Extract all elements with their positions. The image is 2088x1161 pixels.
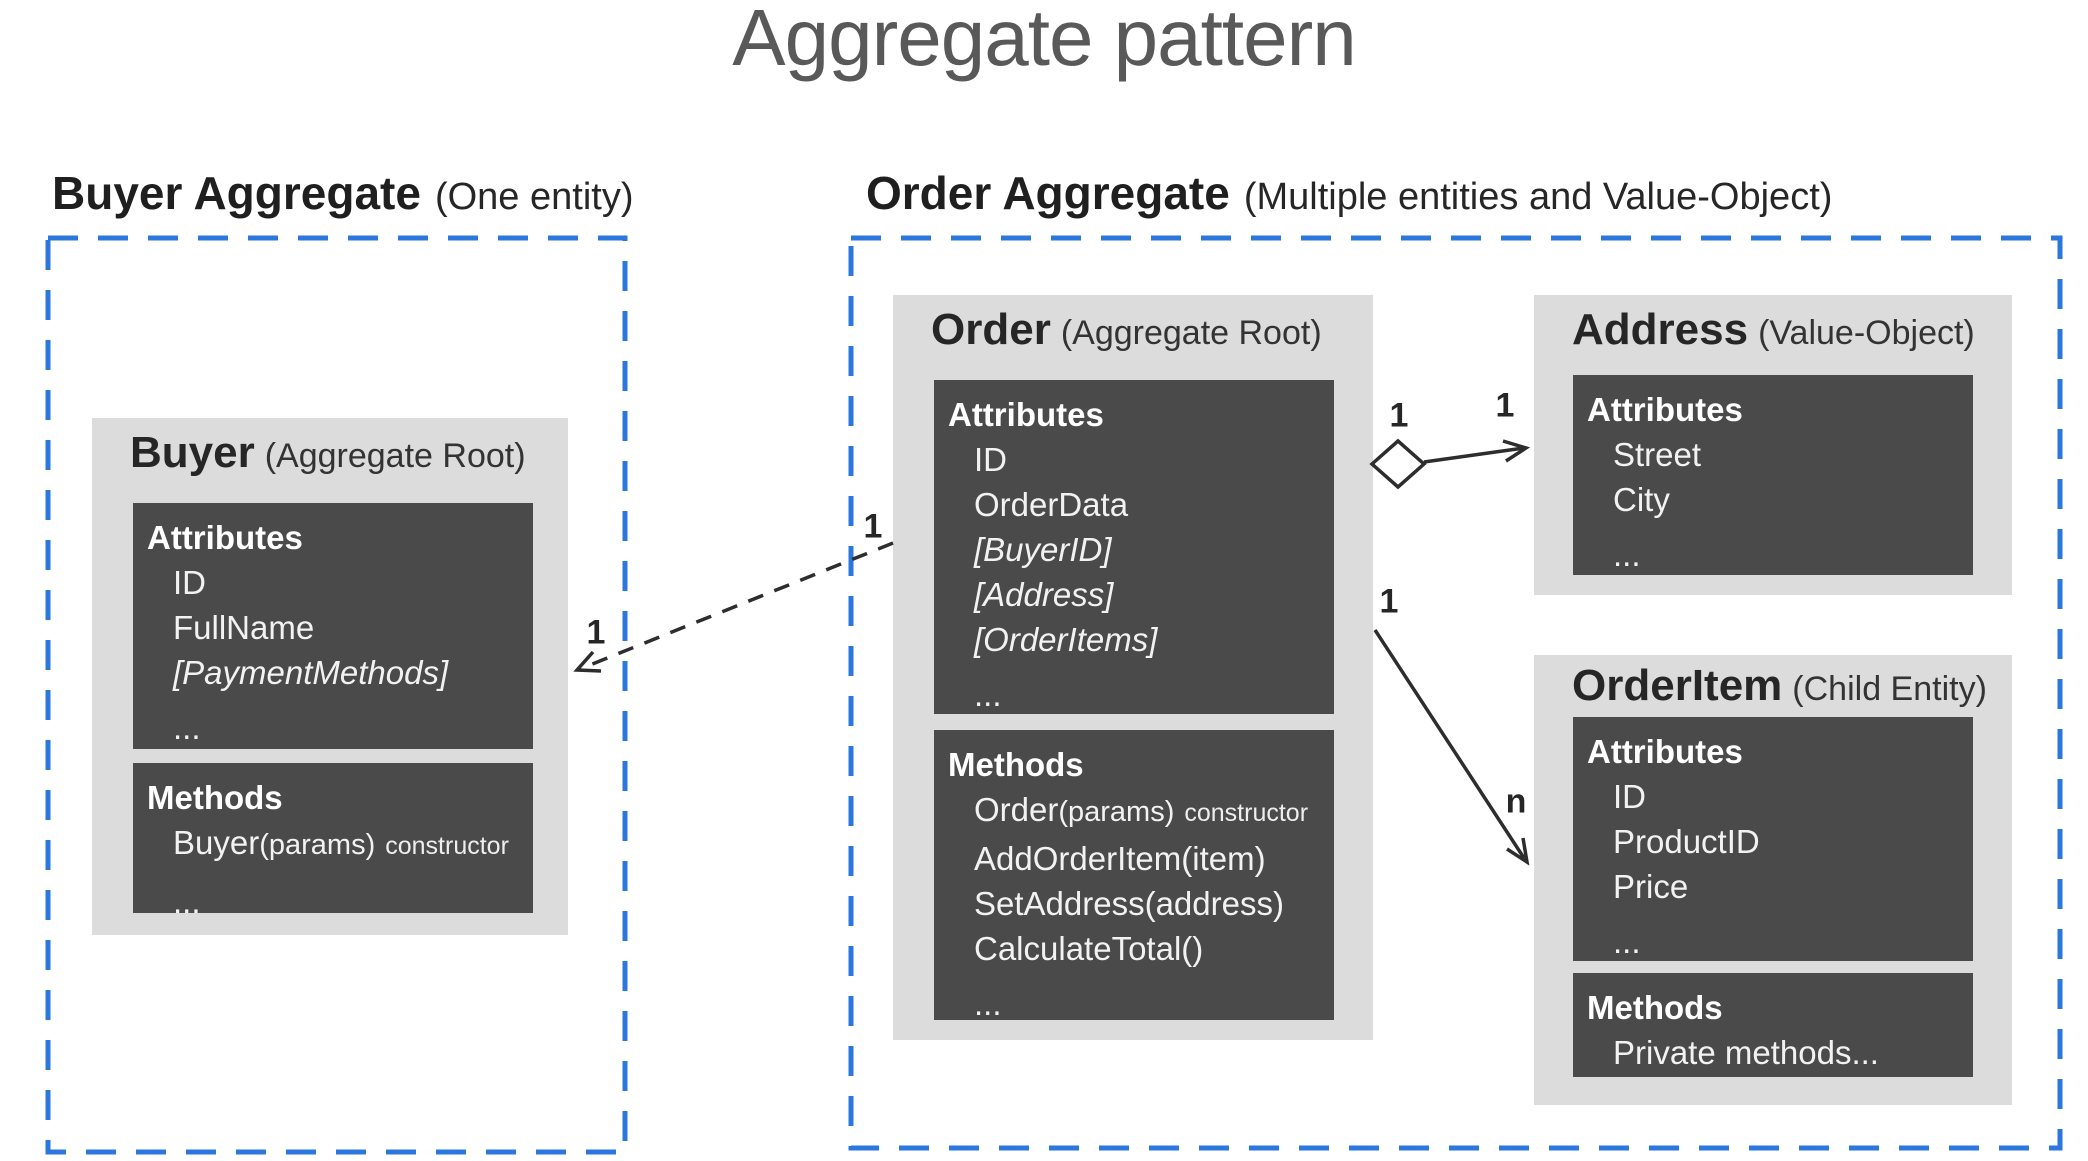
buyer-entity-name: Buyer — [130, 428, 255, 477]
orderitem-entity-name: OrderItem — [1572, 661, 1783, 710]
method-item-constructor: Order(params) constructor — [974, 787, 1326, 836]
multiplicity-label: 1 — [586, 613, 606, 652]
orderitem-attributes-box: Attributes ID ProductID Price ... — [1573, 717, 1973, 961]
attribute-item: ID — [1613, 778, 1646, 815]
multiplicity-label: 1 — [863, 507, 883, 546]
address-entity-name: Address — [1572, 305, 1749, 354]
buyer-entity-stereotype: (Aggregate Root) — [264, 437, 526, 475]
attributes-section-label: Attributes — [1587, 391, 1743, 428]
method-params: (params) — [1058, 796, 1175, 828]
attributes-section-label: Attributes — [147, 519, 303, 556]
buyer-aggregate-qualifier: (One entity) — [434, 176, 634, 218]
order-entity-title: Order(Aggregate Root) — [931, 305, 1322, 355]
arrowhead-icon — [1502, 439, 1531, 463]
orderitem-entity-title: OrderItem(Child Entity) — [1572, 661, 1987, 711]
order-entity-stereotype: (Aggregate Root) — [1060, 314, 1322, 352]
address-entity-stereotype: (Value-Object) — [1758, 314, 1975, 352]
orderitem-methods-box: Methods Private methods... — [1573, 973, 1973, 1077]
buyer-entity-card: Buyer(Aggregate Root) Attributes ID Full… — [92, 418, 568, 935]
method-item-ellipsis: ... — [974, 985, 1002, 1020]
attribute-item: City — [1613, 481, 1670, 518]
orderitem-entity-stereotype: (Child Entity) — [1792, 670, 1987, 708]
buyer-aggregate-label: Buyer Aggregate (One entity) — [52, 166, 633, 220]
orderitem-entity-card: OrderItem(Child Entity) Attributes ID Pr… — [1534, 655, 2012, 1105]
multiplicity-label: 1 — [1389, 396, 1409, 435]
order-entity-card: Order(Aggregate Root) Attributes ID Orde… — [893, 295, 1373, 1040]
association-line — [1373, 629, 1526, 859]
method-item-constructor: Buyer(params) constructor — [173, 820, 525, 869]
methods-section-label: Methods — [147, 779, 283, 816]
attribute-item: ID — [974, 441, 1007, 478]
methods-section-label: Methods — [1587, 989, 1723, 1026]
multiplicity-label: 1 — [1379, 582, 1399, 621]
order-attributes-box: Attributes ID OrderData [BuyerID] [Addre… — [934, 380, 1334, 714]
attribute-item: Price — [1613, 868, 1689, 905]
method-item: CalculateTotal() — [974, 930, 1204, 967]
arrowhead-icon — [573, 650, 602, 673]
method-item: SetAddress(address) — [974, 885, 1284, 922]
attributes-section-label: Attributes — [1587, 733, 1743, 770]
order-to-orderitem-connector — [1373, 629, 1530, 866]
order-aggregate-qualifier: (Multiple entities and Value-Object) — [1243, 176, 1833, 218]
method-name: Buyer — [173, 824, 260, 861]
address-entity-title: Address(Value-Object) — [1572, 305, 1975, 355]
order-methods-box: Methods Order(params) constructor AddOrde… — [934, 730, 1334, 1020]
attribute-item: [PaymentMethods] — [173, 654, 449, 691]
attribute-item: FullName — [173, 609, 315, 646]
buyer-entity-title: Buyer(Aggregate Root) — [130, 428, 526, 478]
method-name: Order — [974, 791, 1059, 828]
attribute-item-ellipsis: ... — [974, 676, 1002, 713]
attribute-item: [OrderItems] — [974, 621, 1158, 658]
multiplicity-label: 1 — [1495, 386, 1515, 425]
page-title: Aggregate pattern — [732, 0, 1356, 82]
attributes-section-label: Attributes — [948, 396, 1104, 433]
order-entity-name: Order — [931, 305, 1051, 354]
dashed-reference-line — [579, 541, 894, 671]
buyer-methods-box: Methods Buyer(params) constructor ... — [133, 763, 533, 913]
attribute-item: OrderData — [974, 486, 1129, 523]
order-aggregate-label: Order Aggregate (Multiple entities and Va… — [866, 166, 1832, 220]
aggregation-diamond-icon — [1369, 438, 1427, 490]
association-line — [1423, 446, 1525, 464]
attribute-item: [Address] — [974, 576, 1114, 613]
attribute-item: [BuyerID] — [974, 531, 1112, 568]
attribute-item-ellipsis: ... — [1613, 536, 1641, 573]
order-to-address-connector — [1369, 438, 1531, 490]
buyer-attributes-box: Attributes ID FullName [PaymentMethods] … — [133, 503, 533, 749]
method-item: AddOrderItem(item) — [974, 840, 1266, 877]
method-item-ellipsis: ... — [173, 883, 201, 913]
methods-section-label: Methods — [948, 746, 1084, 783]
method-item: Private methods... — [1613, 1034, 1879, 1071]
method-note: constructor — [1184, 799, 1309, 827]
attribute-item: Street — [1613, 436, 1702, 473]
address-entity-card: Address(Value-Object) Attributes Street … — [1534, 295, 2012, 595]
order-to-buyer-connector — [573, 541, 894, 673]
order-aggregate-name: Order Aggregate — [866, 167, 1230, 219]
arrowhead-icon — [1506, 837, 1530, 866]
method-note: constructor — [385, 832, 509, 860]
address-attributes-box: Attributes Street City ... — [1573, 375, 1973, 575]
method-params: (params) — [259, 829, 376, 861]
attribute-item: ID — [173, 564, 206, 601]
attribute-item-ellipsis: ... — [173, 709, 201, 746]
attribute-item-ellipsis: ... — [1613, 923, 1641, 960]
buyer-aggregate-name: Buyer Aggregate — [52, 167, 421, 219]
multiplicity-label: n — [1505, 782, 1527, 821]
attribute-item: ProductID — [1613, 823, 1760, 860]
